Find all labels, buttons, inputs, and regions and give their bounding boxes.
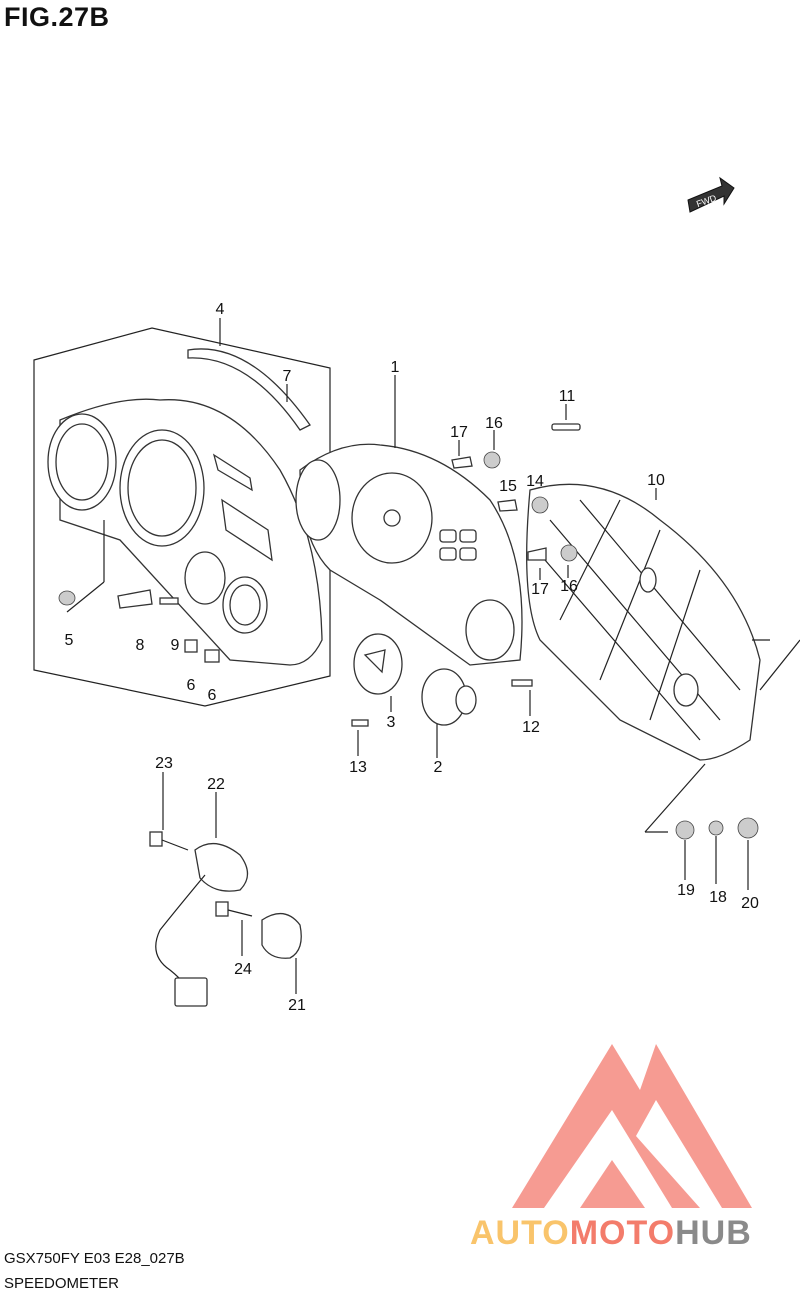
callout-15: 15 — [499, 478, 517, 495]
callout-2: 2 — [434, 759, 443, 776]
callout-18: 18 — [709, 889, 727, 906]
callout-9: 9 — [171, 637, 180, 654]
callout-11: 11 — [559, 388, 576, 405]
watermark-moto: MOTO — [569, 1214, 676, 1252]
callout-23: 23 — [155, 755, 173, 772]
automotohub-logo — [512, 1044, 752, 1208]
callout-4: 4 — [216, 301, 225, 318]
callout-6b: 6 — [208, 687, 217, 704]
wiring-harness — [149, 831, 302, 1007]
callout-16b: 16 — [560, 578, 578, 595]
fwd-arrow-icon: FWD — [687, 176, 735, 213]
callout-7: 7 — [283, 368, 292, 385]
callout-24: 24 — [234, 961, 252, 978]
callout-6a: 6 — [187, 677, 196, 694]
callout-20: 20 — [741, 895, 759, 912]
watermark-text: AUTOMOTOHUB — [470, 1214, 752, 1253]
watermark-auto: AUTO — [470, 1214, 570, 1252]
gauge-unit — [421, 668, 477, 726]
tachometer-unit — [353, 633, 403, 695]
watermark-hub: HUB — [675, 1214, 752, 1252]
callout-10: 10 — [647, 472, 665, 489]
leader-lines — [66, 318, 800, 994]
callout-21: 21 — [288, 997, 306, 1014]
fwd-label: FWD — [695, 193, 718, 210]
callout-1: 1 — [391, 359, 400, 376]
small-parts — [58, 423, 759, 840]
meter-body — [295, 443, 523, 666]
callout-19: 19 — [677, 882, 695, 899]
diagram-code: GSX750FY E03 E28_027B — [4, 1250, 185, 1267]
callout-14: 14 — [526, 473, 544, 490]
meter-case-frame — [33, 327, 331, 707]
callout-12: 12 — [522, 719, 540, 736]
diagram-name: SPEEDOMETER — [4, 1275, 120, 1292]
callout-5: 5 — [65, 632, 74, 649]
callouts: 4 7 1 11 17 16 10 15 14 17 16 5 8 9 6 6 … — [65, 301, 759, 1014]
lens-strip — [187, 348, 311, 431]
figure-title: FIG.27B — [4, 2, 110, 32]
callout-17b: 17 — [531, 581, 549, 598]
rear-cover — [526, 483, 770, 761]
meter-case — [47, 398, 323, 666]
callout-22: 22 — [207, 776, 225, 793]
callout-17a: 17 — [450, 424, 468, 441]
callout-13: 13 — [349, 759, 367, 776]
callout-16a: 16 — [485, 415, 503, 432]
callout-8: 8 — [136, 637, 145, 654]
callout-3: 3 — [387, 714, 396, 731]
